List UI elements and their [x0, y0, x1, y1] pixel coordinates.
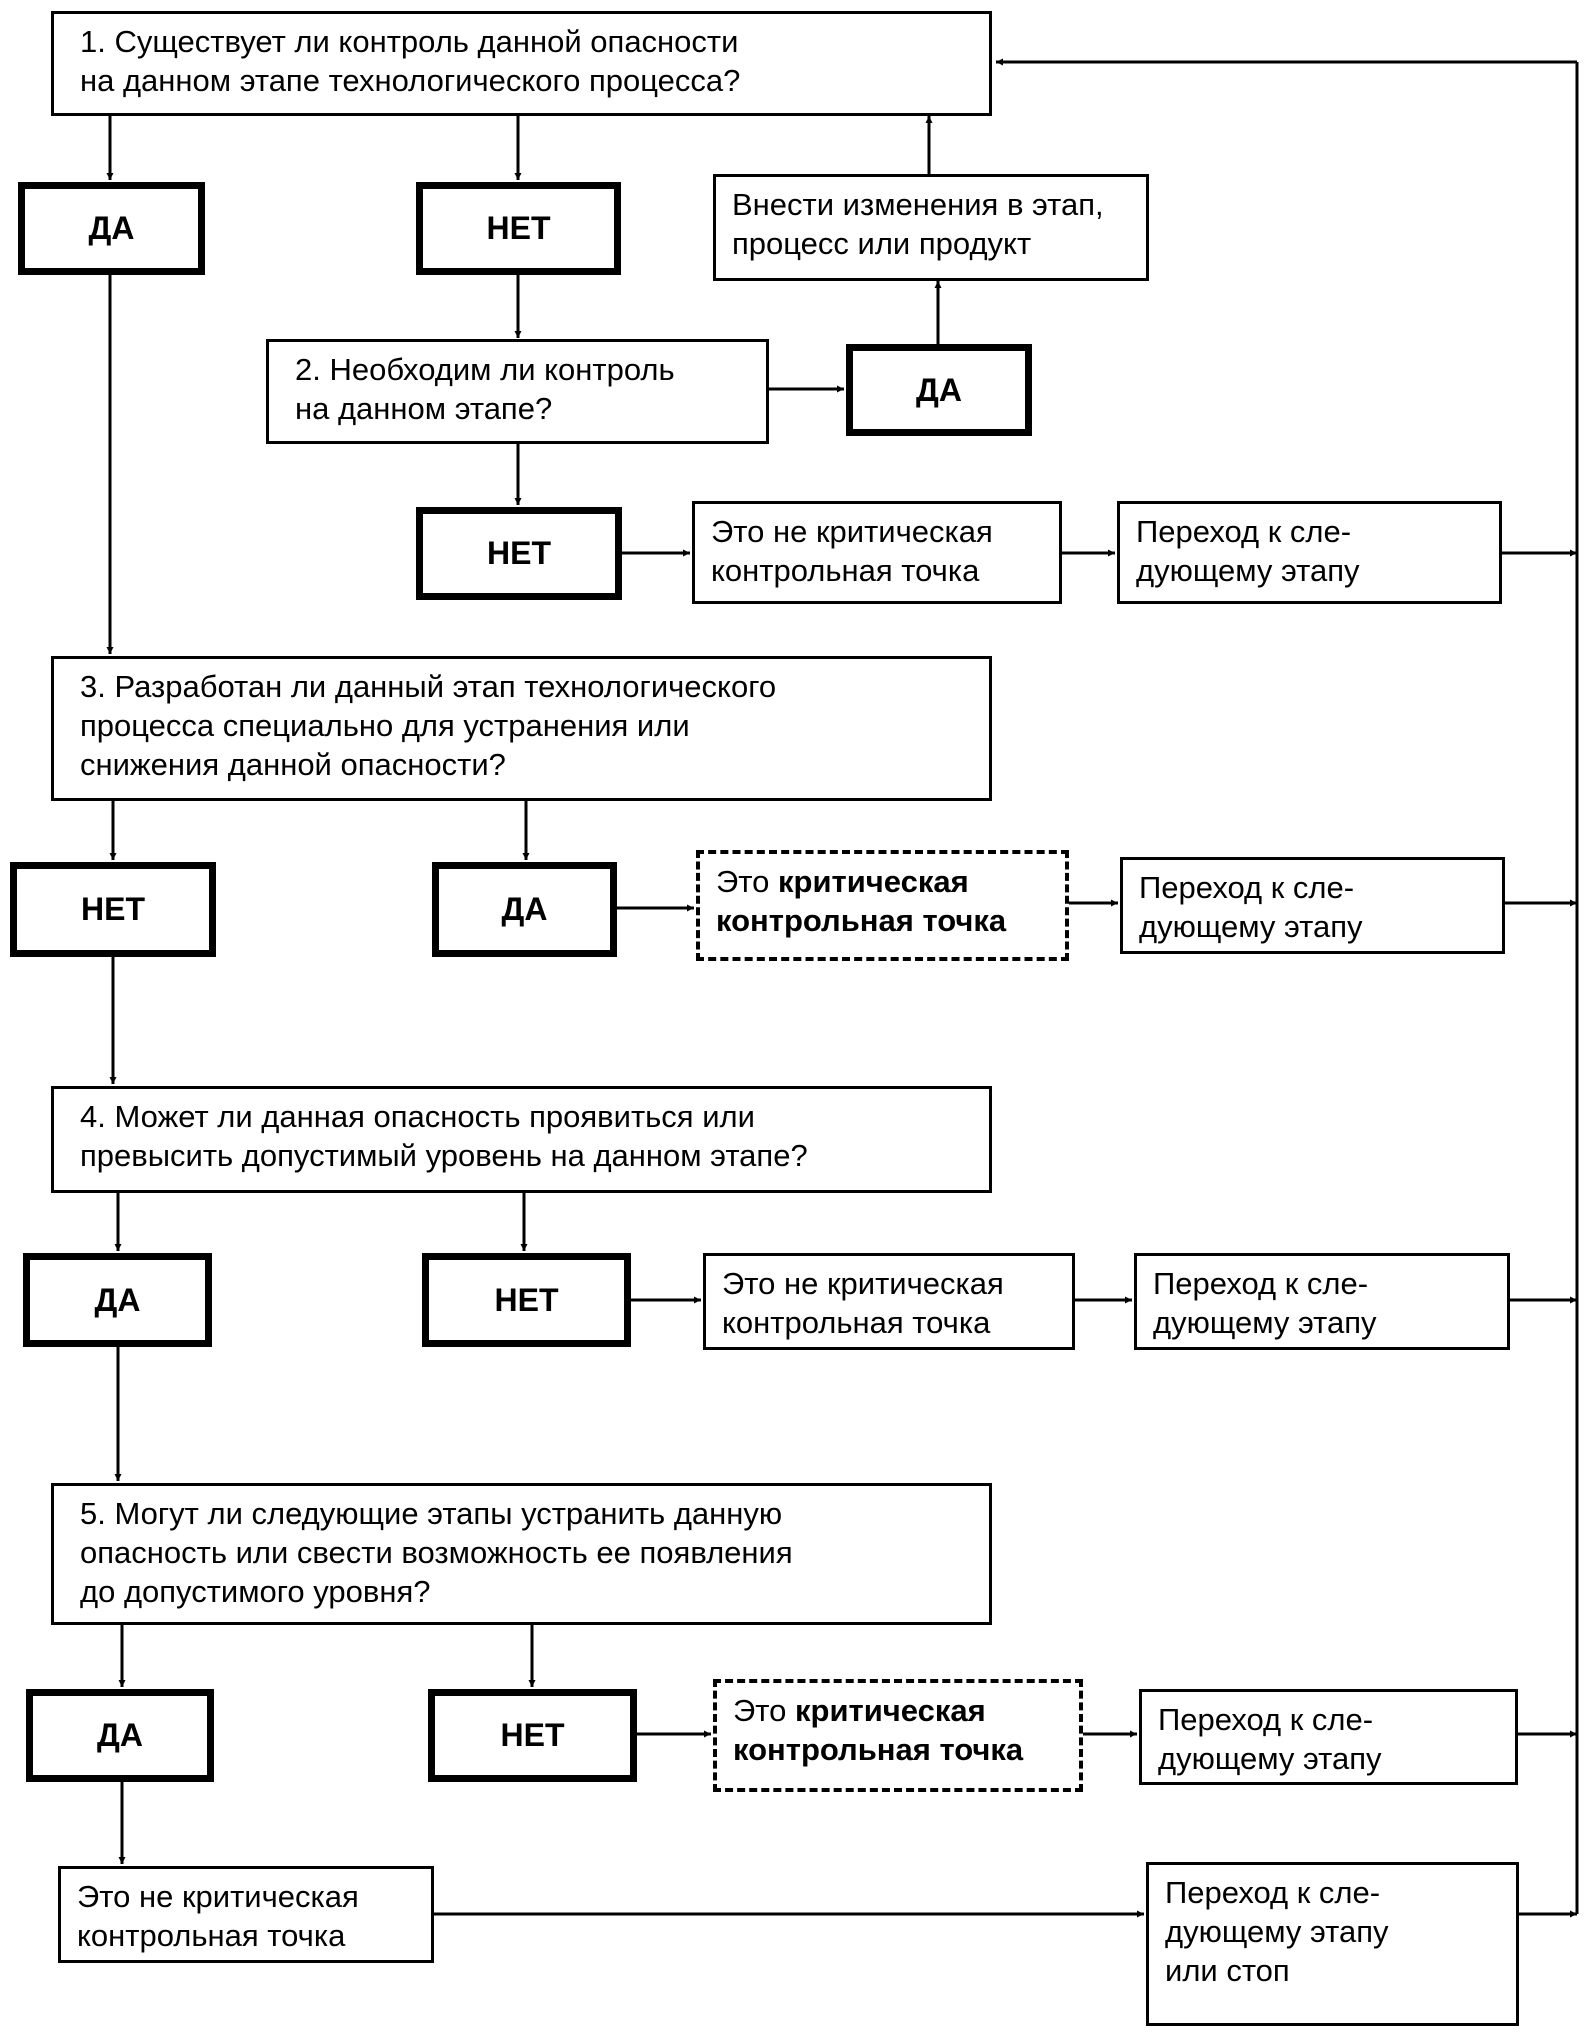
next-step-2-line-2: дующему этапу — [1136, 553, 1360, 588]
yes-box-4: ДА — [23, 1253, 212, 1347]
question-4-line-2: превысить допустимый уровень на данном э… — [80, 1138, 808, 1173]
ccp-5-line-1: Это критическая — [733, 1691, 1063, 1730]
next-step-3-line-1: Переход к сле- — [1139, 870, 1355, 905]
question-2-line-1: 2. Необходим ли контроль — [295, 352, 675, 387]
no-box-1: НЕТ — [416, 182, 621, 275]
yes-box-3: ДА — [432, 862, 617, 957]
question-5-line-1: 5. Могут ли следующие этапы устранить да… — [80, 1496, 783, 1531]
modify-step-line-1: Внести изменения в этап, — [732, 187, 1104, 222]
not-ccp-5-line-1: Это не критическая — [77, 1879, 359, 1914]
ccp-5-prefix: Это — [733, 1693, 795, 1728]
not-ccp-4-line-2: контрольная точка — [722, 1305, 991, 1340]
question-4-box: 4. Может ли данная опасность проявиться … — [51, 1086, 992, 1193]
next-or-stop-line-1: Переход к сле- — [1165, 1875, 1381, 1910]
question-1-line-1: 1. Существует ли контроль данной опаснос… — [80, 24, 739, 59]
ccp-3-bold-1: критическая — [778, 864, 969, 899]
next-step-box-3: Переход к сле- дующему этапу — [1120, 857, 1505, 954]
yes-box-5: ДА — [26, 1689, 214, 1782]
ccp-5-line-2: контрольная точка — [733, 1732, 1024, 1767]
no-box-5: НЕТ — [428, 1689, 637, 1782]
next-step-2-line-1: Переход к сле- — [1136, 514, 1352, 549]
next-or-stop-line-3: или стоп — [1165, 1953, 1290, 1988]
question-2-box: 2. Необходим ли контроль на данном этапе… — [266, 339, 769, 444]
not-ccp-box-4: Это не критическая контрольная точка — [703, 1253, 1075, 1350]
next-step-box-5: Переход к сле- дующему этапу — [1139, 1689, 1518, 1785]
no-box-2: НЕТ — [416, 507, 622, 600]
question-3-line-3: снижения данной опасности? — [80, 747, 506, 782]
next-step-4-line-2: дующему этапу — [1153, 1305, 1377, 1340]
next-or-stop-line-2: дующему этапу — [1165, 1914, 1389, 1949]
yes-box-2: ДА — [846, 344, 1032, 436]
ccp-3-line-1: Это критическая — [716, 862, 1049, 901]
modify-step-box: Внести изменения в этап, процесс или про… — [713, 174, 1149, 281]
next-step-4-line-1: Переход к сле- — [1153, 1266, 1369, 1301]
ccp-3-line-2: контрольная точка — [716, 903, 1007, 938]
not-ccp-box-2: Это не критическая контрольная точка — [692, 501, 1062, 604]
ccp-box-5: Это критическая контрольная точка — [713, 1679, 1083, 1792]
question-3-line-1: 3. Разработан ли данный этап технологиче… — [80, 669, 777, 704]
next-step-box-2: Переход к сле- дующему этапу — [1117, 501, 1502, 604]
next-step-5-line-1: Переход к сле- — [1158, 1702, 1374, 1737]
next-step-5-line-2: дующему этапу — [1158, 1741, 1382, 1776]
next-step-3-line-2: дующему этапу — [1139, 909, 1363, 944]
question-5-line-2: опасность или свести возможность ее появ… — [80, 1535, 793, 1570]
no-box-3: НЕТ — [10, 862, 216, 957]
no-box-4: НЕТ — [422, 1253, 631, 1347]
question-2-line-2: на данном этапе? — [295, 391, 553, 426]
not-ccp-2-line-2: контрольная точка — [711, 553, 980, 588]
question-3-box: 3. Разработан ли данный этап технологиче… — [51, 656, 992, 801]
question-1-box: 1. Существует ли контроль данной опаснос… — [51, 11, 992, 116]
not-ccp-4-line-1: Это не критическая — [722, 1266, 1004, 1301]
not-ccp-5-line-2: контрольная точка — [77, 1918, 346, 1953]
next-or-stop-box: Переход к сле- дующему этапу или стоп — [1146, 1862, 1519, 2026]
ccp-3-prefix: Это — [716, 864, 778, 899]
question-5-box: 5. Могут ли следующие этапы устранить да… — [51, 1483, 992, 1625]
not-ccp-box-5: Это не критическая контрольная точка — [58, 1866, 434, 1963]
question-4-line-1: 4. Может ли данная опасность проявиться … — [80, 1099, 755, 1134]
question-5-line-3: до допустимого уровня? — [80, 1574, 431, 1609]
ccp-box-3: Это критическая контрольная точка — [696, 850, 1069, 961]
next-step-box-4: Переход к сле- дующему этапу — [1134, 1253, 1510, 1350]
ccp-5-bold-1: критическая — [795, 1693, 986, 1728]
not-ccp-2-line-1: Это не критическая — [711, 514, 993, 549]
question-3-line-2: процесса специально для устранения или — [80, 708, 690, 743]
question-1-line-2: на данном этапе технологического процесс… — [80, 63, 741, 98]
yes-box-1: ДА — [18, 182, 205, 275]
modify-step-line-2: процесс или продукт — [732, 226, 1032, 261]
